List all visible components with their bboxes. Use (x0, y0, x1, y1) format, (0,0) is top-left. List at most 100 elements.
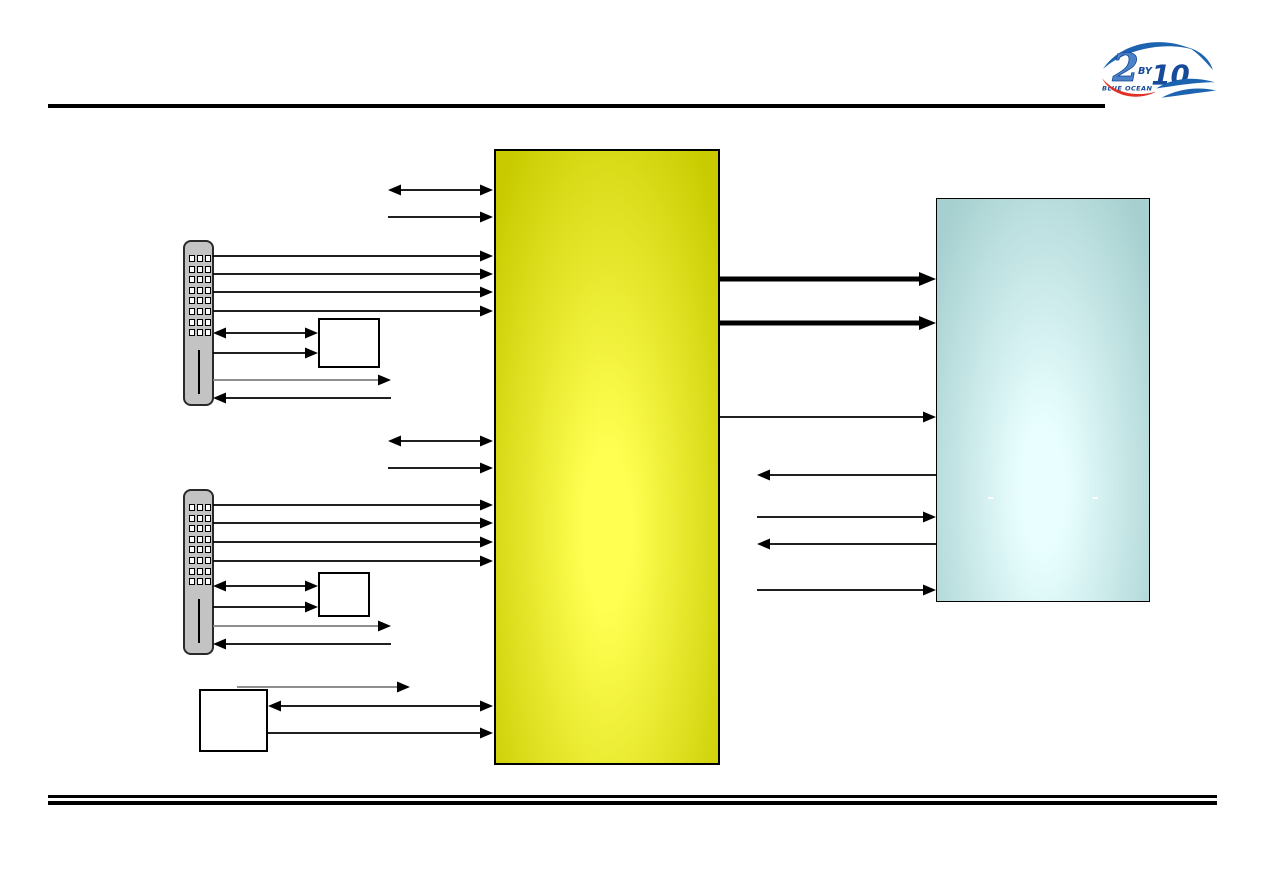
arrowhead-right (919, 272, 936, 286)
arrow-main-right-bus-2 (720, 316, 936, 330)
pin-cell (205, 297, 211, 305)
arrowhead-left (213, 638, 226, 650)
pin-cell (189, 546, 195, 554)
arrowhead-right (305, 327, 318, 339)
arrow-top-input-line (388, 211, 493, 223)
arrow-top-bidir-bus (388, 184, 493, 196)
arrow-conn1-return-line (213, 392, 391, 404)
right-device-block (936, 198, 1150, 602)
pin-cell (205, 546, 211, 554)
pin-cell (189, 276, 195, 284)
corner-box (199, 689, 268, 752)
pin-cell (197, 525, 203, 533)
arrow-conn2-box2-feed (213, 601, 318, 613)
logo-right-curl-icon (1188, 47, 1213, 70)
arrowhead-right (378, 374, 391, 386)
pin-cell (197, 535, 203, 543)
logo-wave-2-icon (1161, 88, 1216, 98)
arrowhead-left (268, 700, 281, 712)
top-rule (48, 104, 1105, 108)
pin-cell (205, 255, 211, 262)
pin-cell (189, 297, 195, 305)
pin-cell (189, 308, 195, 315)
arrowhead-right (480, 268, 493, 280)
pin-cell (197, 546, 203, 554)
arrow-conn2-signal-1 (213, 499, 493, 511)
pin-cell (205, 504, 211, 511)
arrowhead-right (378, 620, 391, 632)
pin-cell (205, 514, 211, 522)
arrowhead-right (480, 435, 493, 447)
pin-cell (205, 557, 211, 564)
arrow-corner-box-bidir (268, 700, 493, 712)
pin-cell (197, 318, 203, 326)
arrow-conn2-signal-2 (213, 517, 493, 529)
pin-cell (197, 255, 203, 262)
arrowhead-left (213, 392, 226, 404)
arrow-conn2-return-line (213, 638, 391, 650)
pin-cell (205, 525, 211, 533)
bottom-side-box (318, 572, 370, 617)
gloss-dash-right (1093, 497, 1098, 499)
arrow-right-feed-2 (757, 584, 936, 596)
pin-cell (189, 265, 195, 273)
arrow-conn1-box1-feed (213, 347, 318, 359)
arrow-conn1-box1-bidir (213, 327, 318, 339)
arrowhead-right (480, 517, 493, 529)
arrowhead-right (480, 250, 493, 262)
top-connector (183, 240, 214, 406)
arrow-conn2-signal-3 (213, 536, 493, 548)
pin-cell (189, 557, 195, 564)
pin-cell (189, 255, 195, 262)
arrowhead-right (480, 305, 493, 317)
pin-cell (205, 308, 211, 315)
arrowhead-right (480, 700, 493, 712)
arrowhead-right (305, 347, 318, 359)
arrowhead-right (305, 580, 318, 592)
arrowhead-right (480, 286, 493, 298)
logo-text-2: 2 (1111, 45, 1138, 90)
logo-text-by: BY (1138, 66, 1153, 77)
arrow-conn1-signal-3 (213, 286, 493, 298)
pin-cell (197, 276, 203, 284)
pin-cell (197, 514, 203, 522)
pin-cell (189, 567, 195, 575)
arrowhead-right (480, 555, 493, 567)
arrowhead-right (480, 211, 493, 223)
bottom-rule-thin (48, 795, 1217, 798)
pin-cell (205, 535, 211, 543)
pin-cell (205, 567, 211, 575)
company-logo: 2 BY 10 BLUE OCEAN (1102, 42, 1216, 98)
pin-cell (189, 525, 195, 533)
arrow-right-feed-1 (757, 511, 936, 523)
arrowhead-right (923, 411, 936, 423)
pin-cell (189, 329, 195, 337)
pin-cell (205, 265, 211, 273)
connector-key-line (197, 599, 200, 643)
pin-cell (189, 578, 195, 586)
arrow-mid-input-line (388, 462, 493, 474)
pin-cell (197, 567, 203, 575)
arrow-conn2-out-line (213, 620, 391, 632)
arrow-conn1-signal-1 (213, 250, 493, 262)
arrow-main-right-bus-1 (720, 272, 936, 286)
arrowhead-left (388, 435, 401, 447)
pin-cell (197, 308, 203, 315)
arrow-conn1-signal-4 (213, 305, 493, 317)
bottom-connector (183, 489, 214, 655)
arrowhead-left (213, 327, 226, 339)
pin-cell (205, 276, 211, 284)
gloss-dash-left (988, 497, 993, 499)
arrowhead-right (397, 681, 410, 693)
pin-cell (205, 318, 211, 326)
arrowhead-right (923, 511, 936, 523)
pin-cell (205, 329, 211, 337)
arrowhead-left (757, 469, 770, 481)
arrowhead-right (305, 601, 318, 613)
arrow-mid-bidir-bus (388, 435, 493, 447)
pin-cell (189, 318, 195, 326)
pin-cell (189, 504, 195, 511)
logo-tagline: BLUE OCEAN (1102, 84, 1152, 92)
central-controller-block (494, 149, 720, 765)
